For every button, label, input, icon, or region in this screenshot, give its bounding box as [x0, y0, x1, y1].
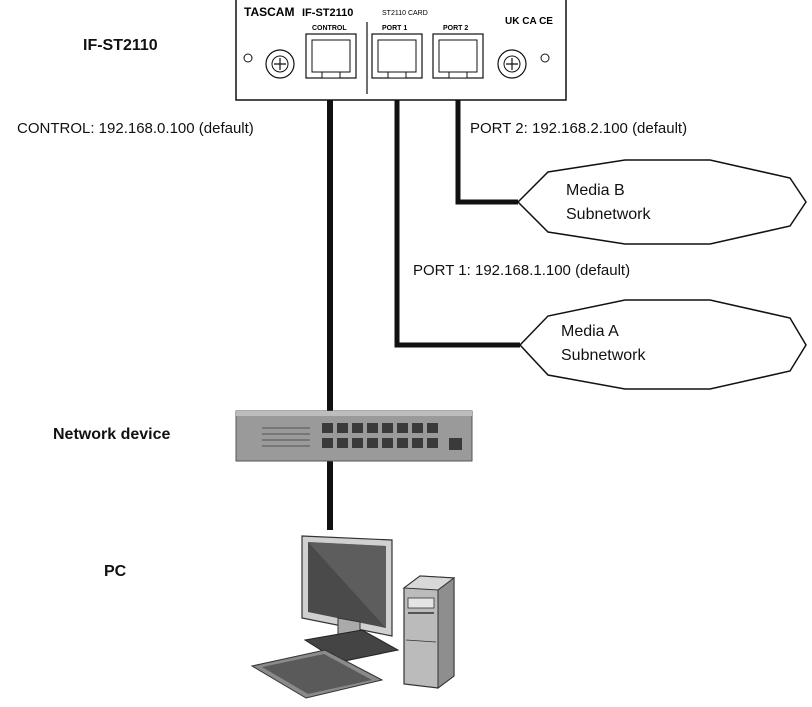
media-b-line1: Media B [566, 182, 625, 199]
port2-cable [455, 78, 518, 205]
card-title: IF-ST2110 [83, 37, 158, 54]
port-label-port1: PORT 1 [382, 25, 407, 32]
port2-port [432, 33, 484, 79]
card-brand: TASCAM [244, 5, 294, 19]
network-device-label: Network device [53, 426, 171, 443]
pc-label: PC [104, 563, 127, 580]
mount-hole [243, 53, 253, 63]
port1-port [371, 33, 423, 79]
network-switch [235, 410, 473, 462]
media-b-line2: Subnetwork [566, 206, 651, 223]
card-marks: UK CA CE [505, 16, 553, 27]
control-port [305, 33, 357, 79]
media-a-label: Media A Subnetwork [561, 320, 646, 368]
port1-cable [394, 78, 520, 348]
switch-led-grid [262, 427, 310, 447]
card-subtitle: ST2110 CARD [382, 10, 428, 17]
media-b-subnetwork-shape [516, 159, 807, 245]
pc-icon [250, 535, 456, 699]
media-a-line2: Subnetwork [561, 347, 646, 364]
media-a-subnetwork-shape [518, 299, 807, 390]
control-address-label: CONTROL: 192.168.0.100 (default) [17, 120, 254, 137]
pc-tower-icon [402, 575, 456, 689]
media-a-line1: Media A [561, 323, 619, 340]
screw-icon [265, 49, 295, 79]
switch-ports-icon [322, 423, 462, 450]
if-st2110-card: TASCAM IF-ST2110 ST2110 CARD UK CA CE CO… [235, 0, 567, 101]
media-b-label: Media B Subnetwork [566, 179, 651, 227]
port2-address-label: PORT 2: 192.168.2.100 (default) [470, 120, 688, 137]
port-label-port2: PORT 2 [443, 25, 468, 32]
mount-hole [540, 53, 550, 63]
port1-address-label: PORT 1: 192.168.1.100 (default) [413, 262, 631, 279]
card-model: IF-ST2110 [302, 7, 353, 19]
port-label-control: CONTROL [312, 25, 347, 32]
screw-icon [497, 49, 527, 79]
